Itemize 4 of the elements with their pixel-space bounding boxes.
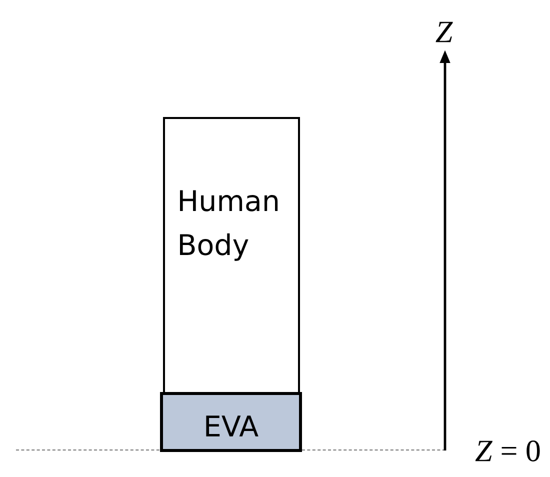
axis-label: Z = 0 — [475, 440, 540, 462]
body-box: Human Body — [163, 117, 300, 394]
axis-label: Z — [436, 22, 453, 42]
eva-box: EVA — [160, 392, 302, 452]
